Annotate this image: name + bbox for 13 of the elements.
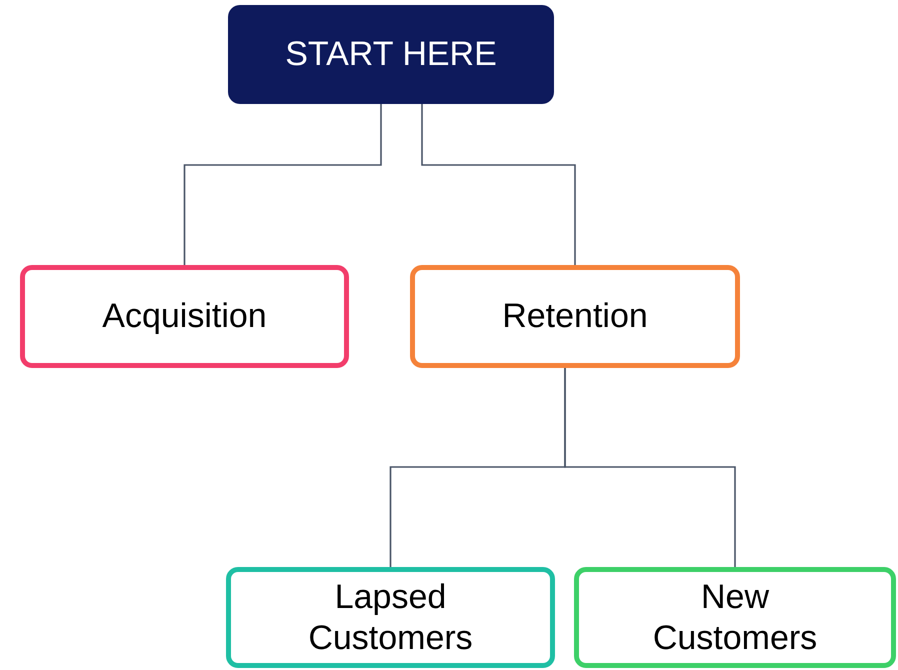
connector-line bbox=[184, 104, 382, 265]
node-label: New Customers bbox=[652, 576, 818, 658]
node-label: START HERE bbox=[285, 34, 497, 75]
category-box bbox=[574, 567, 896, 668]
connector-line bbox=[564, 368, 736, 567]
category-box bbox=[410, 265, 740, 368]
category-box bbox=[20, 265, 349, 368]
category-box bbox=[226, 567, 555, 668]
node-label: Retention bbox=[502, 296, 648, 337]
node-label: Acquisition bbox=[102, 296, 267, 337]
connector-line bbox=[421, 104, 576, 265]
node-label: Lapsed Customers bbox=[307, 576, 474, 658]
start-box bbox=[228, 5, 554, 104]
